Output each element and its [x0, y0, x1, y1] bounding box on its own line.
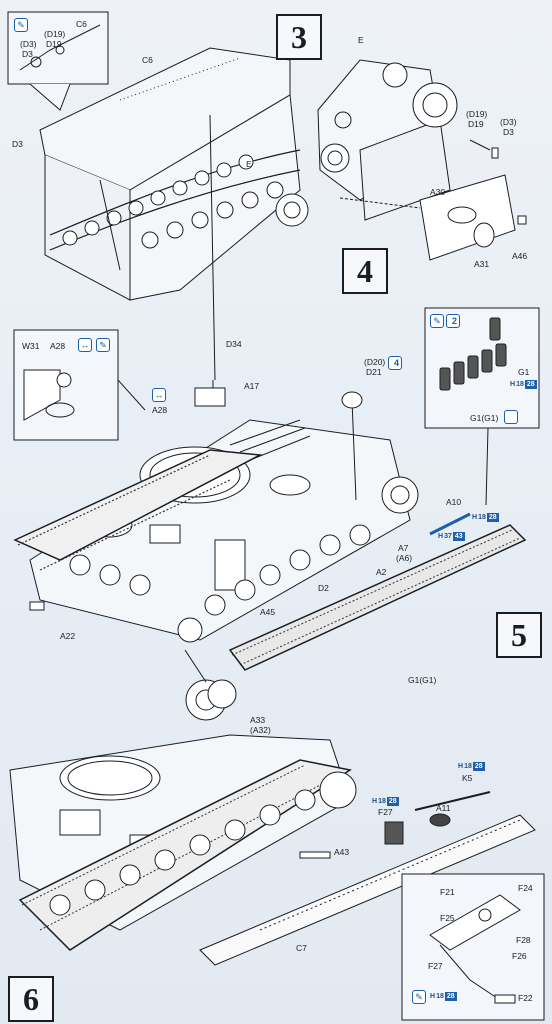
step4-label-a31: A31	[474, 259, 490, 269]
step-number-6: 6	[8, 976, 54, 1022]
step-number-5: 5	[496, 612, 542, 658]
step6-label-c7: C7	[296, 943, 307, 953]
step5-label-d34: D34	[226, 339, 242, 349]
step6-label-k5: K5	[462, 773, 473, 783]
step5-inset-qty-2: 2	[452, 316, 458, 326]
step6-tank	[9, 734, 545, 1021]
step6-label-f27: F27	[378, 807, 393, 817]
step5-label-a7: A7	[398, 543, 409, 553]
step6-inset-f21: F21	[440, 887, 455, 897]
step6-label-a11: A11	[436, 803, 451, 813]
paint-brush-icon: ✎	[14, 18, 28, 32]
step4-label-e: E	[358, 35, 364, 45]
step4-label-a46: A46	[512, 251, 528, 261]
step5-label-a33: A33	[250, 715, 266, 725]
cement-icon	[388, 356, 402, 370]
step4-label-d3a: (D3)	[500, 117, 517, 127]
step6-inset-f25: F25	[440, 913, 455, 923]
step5-label-d20: (D20)	[364, 357, 386, 367]
step3-inset-c6: C6	[76, 19, 87, 29]
step5-qty-4: 4	[394, 358, 400, 368]
step6-inset-f22: F22	[518, 993, 533, 1003]
step6-inset-f27: F27	[428, 961, 443, 971]
step5-label-g1g1: G1(G1)	[408, 675, 437, 685]
paint-brush-icon: ✎	[430, 314, 444, 328]
step3-inset-d19a: (D19)	[44, 29, 66, 39]
step5-label-a10: A10	[446, 497, 462, 507]
cement-icon	[446, 314, 460, 328]
hole-icon	[504, 410, 518, 424]
step4-label-d19b: D19	[468, 119, 484, 129]
step4-label-d19a: (D19)	[466, 109, 488, 119]
both-sides-icon: ↔	[78, 338, 92, 352]
step5-label-a45: A45	[260, 607, 276, 617]
step5-label-a6: (A6)	[396, 553, 413, 563]
step3-inset-d3a: (D3)	[20, 39, 37, 49]
step5-label-d2: D2	[318, 583, 329, 593]
paint-brush-icon: ✎	[96, 338, 110, 352]
step5-tank	[13, 114, 527, 721]
step4-label-d3b: D3	[503, 127, 514, 137]
step3-inset-d3b: D3	[22, 49, 33, 59]
step5-label-a22: A22	[60, 631, 76, 641]
paint-brush-icon: ✎	[412, 990, 426, 1004]
step3-hull	[39, 47, 309, 301]
step-number-4: 4	[342, 248, 388, 294]
step5-label-a32: (A32)	[250, 725, 271, 735]
step5-label-a28: A28	[152, 405, 168, 415]
step3-label-d3: D3	[12, 139, 23, 149]
step3-label-e: E	[246, 159, 252, 169]
step3-inset	[7, 11, 109, 111]
step6-inset-f26: F26	[512, 951, 527, 961]
step5-inset-right	[424, 307, 540, 506]
step6-label-a43: A43	[334, 847, 350, 857]
step3-label-c6: C6	[142, 55, 153, 65]
step4-label-a30: A30	[430, 187, 446, 197]
both-sides-icon: ↔	[152, 388, 166, 402]
step5-inset-a28: A28	[50, 341, 66, 351]
step3-inset-d19b: D19	[46, 39, 62, 49]
step5-label-d21: D21	[366, 367, 382, 377]
step5-label-a2: A2	[376, 567, 387, 577]
step5-label-a17: A17	[244, 381, 260, 391]
step4-hull	[317, 59, 527, 261]
step5-inset-w31: W31	[22, 341, 40, 351]
step5-inset-g1g1: G1(G1)	[470, 413, 499, 423]
step6-inset-f28: F28	[516, 935, 531, 945]
step5-inset-g1: G1	[518, 367, 530, 377]
step-number-3: 3	[276, 14, 322, 60]
step6-inset-f24: F24	[518, 883, 533, 893]
